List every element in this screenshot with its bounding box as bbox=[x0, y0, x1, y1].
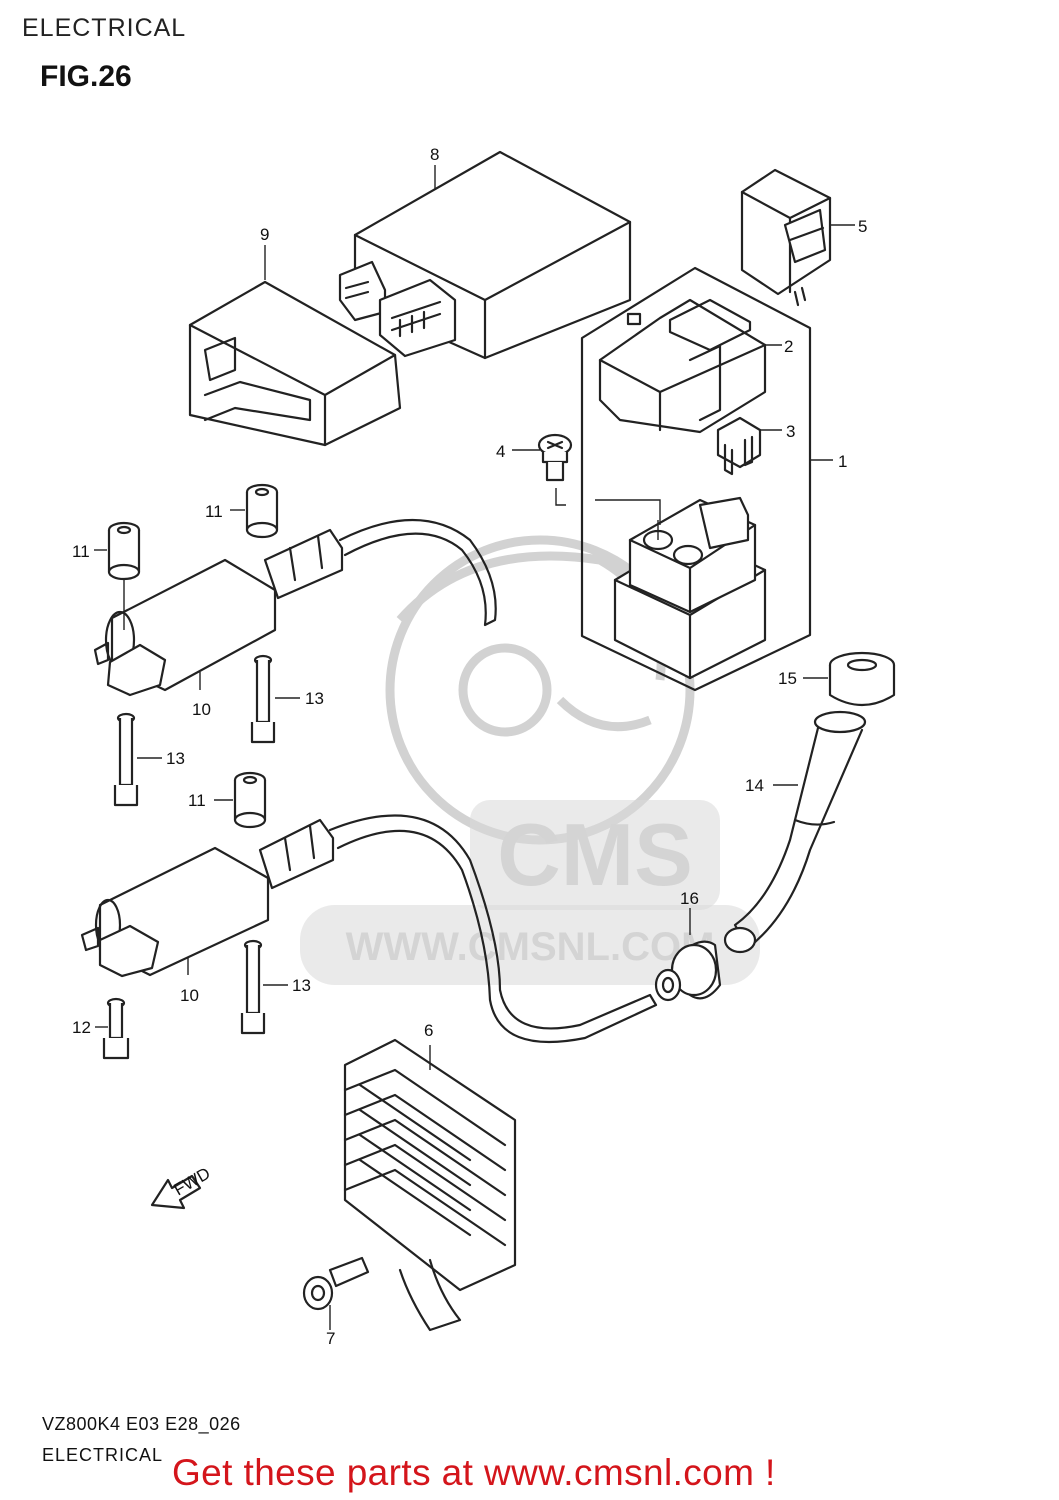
callout-11b: 11 bbox=[72, 542, 90, 561]
fwd-arrow-icon: FWD bbox=[150, 1164, 214, 1210]
callout-4: 4 bbox=[496, 442, 505, 461]
callout-16: 16 bbox=[680, 889, 699, 908]
part-bolt-7 bbox=[302, 1256, 370, 1330]
callout-13a: 13 bbox=[305, 689, 324, 708]
part-cap-11c bbox=[214, 771, 267, 829]
callout-6: 6 bbox=[424, 1021, 433, 1040]
part-bolt-13b bbox=[113, 712, 162, 807]
callout-9: 9 bbox=[260, 225, 269, 244]
part-grommet-15 bbox=[803, 651, 896, 706]
part-ignition-coil-upper bbox=[93, 519, 497, 697]
fwd-label: FWD bbox=[171, 1164, 214, 1200]
part-cover bbox=[188, 245, 402, 447]
part-cap-11b bbox=[94, 521, 141, 630]
footer-section: ELECTRICAL bbox=[42, 1445, 164, 1465]
callout-7: 7 bbox=[326, 1329, 335, 1348]
part-ignition-coil-lower bbox=[80, 814, 658, 1044]
callout-13b: 13 bbox=[166, 749, 185, 768]
watermark-brand: CMS bbox=[497, 805, 693, 904]
callout-2: 2 bbox=[784, 337, 793, 356]
part-hose-14 bbox=[723, 710, 867, 954]
section-title: ELECTRICAL bbox=[22, 14, 187, 42]
callout-15: 15 bbox=[778, 669, 797, 688]
part-regulator-rectifier-6 bbox=[343, 1038, 517, 1332]
callout-11a: 11 bbox=[205, 502, 223, 521]
callout-10b: 10 bbox=[180, 986, 199, 1005]
callout-10a: 10 bbox=[192, 700, 211, 719]
cms-watermark: CMS WWW.CMSNL.COM bbox=[300, 535, 760, 985]
callout-8: 8 bbox=[430, 145, 439, 164]
watermark-url: WWW.CMSNL.COM bbox=[346, 925, 715, 969]
part-cap-11a bbox=[230, 483, 279, 539]
part-screw-4 bbox=[512, 433, 573, 506]
part-starter-relay-assy bbox=[580, 266, 833, 692]
figure-number: FIG.26 bbox=[40, 60, 132, 93]
part-bolt-13a bbox=[250, 654, 300, 744]
callout-3: 3 bbox=[786, 422, 795, 441]
callout-5: 5 bbox=[858, 217, 867, 236]
callout-13c: 13 bbox=[292, 976, 311, 995]
promo-link[interactable]: Get these parts at www.cmsnl.com ! bbox=[172, 1452, 776, 1493]
part-grommet-16 bbox=[654, 908, 722, 1002]
callout-11c: 11 bbox=[188, 791, 206, 810]
callout-1: 1 bbox=[838, 452, 847, 471]
callout-14: 14 bbox=[745, 776, 764, 795]
callout-12: 12 bbox=[72, 1018, 91, 1037]
part-bolt-12 bbox=[95, 997, 130, 1060]
part-igniter-unit bbox=[338, 150, 632, 360]
part-turn-relay bbox=[740, 168, 855, 307]
part-bolt-13c bbox=[240, 939, 288, 1035]
diagram-code: VZ800K4 E03 E28_026 bbox=[42, 1414, 241, 1434]
callout-labels: 8 9 5 2 3 1 4 11 11 10 13 13 15 14 11 16… bbox=[72, 145, 867, 1348]
